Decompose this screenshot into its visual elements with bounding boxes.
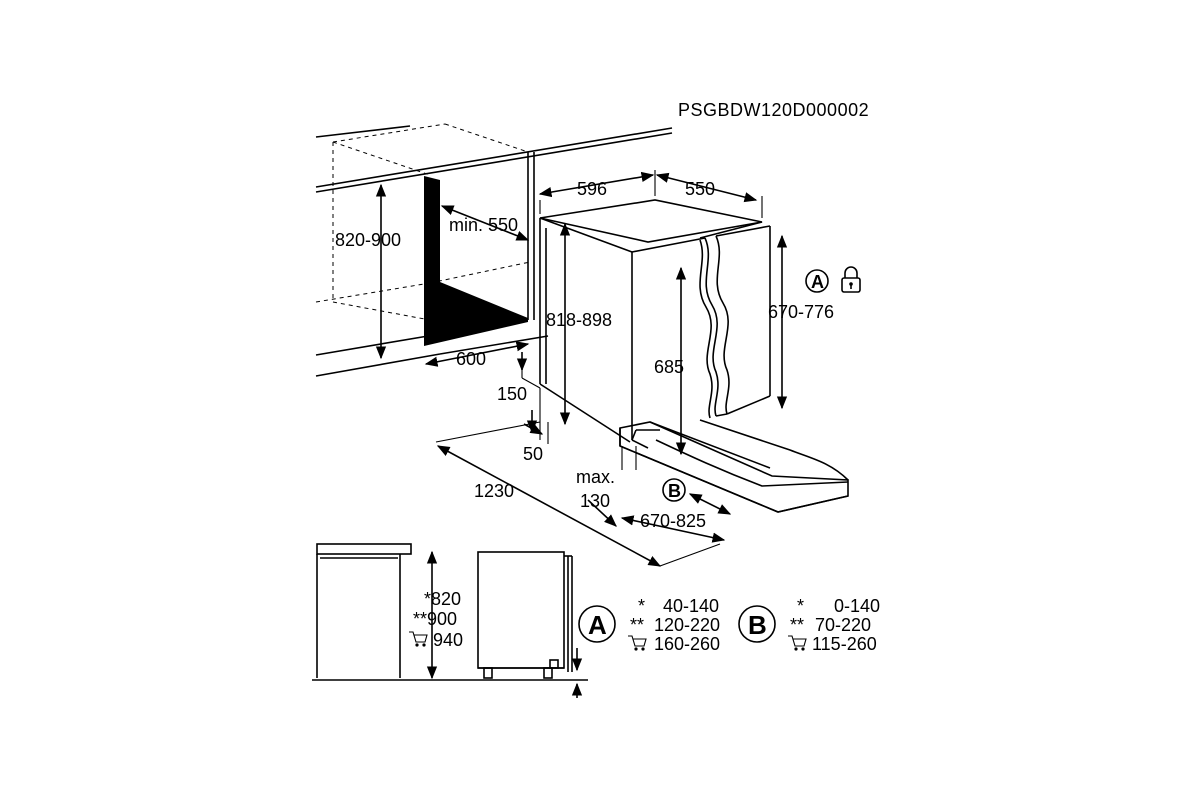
legend-a-value-3: 160-260 xyxy=(654,634,720,654)
dim-596: 596 xyxy=(577,179,607,199)
b-double-arrow xyxy=(688,493,732,515)
legend-b-value-1: 0-140 xyxy=(834,596,880,616)
marker-b-letter: B xyxy=(668,481,681,501)
cart-icon xyxy=(408,631,428,648)
legend-b-circle xyxy=(738,605,776,643)
legend-b-cart-icon xyxy=(787,635,807,652)
door-panel xyxy=(619,419,849,513)
legend-a-circle xyxy=(578,605,616,643)
dim-max-label: max. xyxy=(576,467,615,487)
lock-icon xyxy=(841,266,861,293)
legend-a-value-2: 120-220 xyxy=(654,615,720,635)
marker-a-circle xyxy=(805,269,829,293)
legend-b-mark-2: ** xyxy=(790,615,804,635)
legend-b-value-3: 115-260 xyxy=(812,634,877,654)
side-view-cabinet xyxy=(312,543,588,681)
legend-a-letter: A xyxy=(588,610,607,640)
dim-818-898: 818-898 xyxy=(546,310,612,330)
dim-min-550: min. 550 xyxy=(449,215,518,235)
niche-outline xyxy=(315,123,531,321)
side-cart-940: 940 xyxy=(433,630,463,650)
legend-b-letter: B xyxy=(748,610,767,640)
legend-a-value-1: 40-140 xyxy=(663,596,719,616)
side-view-dishwasher xyxy=(477,551,573,679)
dishwasher-body xyxy=(539,199,771,443)
side-star-900: **900 xyxy=(413,609,457,629)
document-code: PSGBDW120D000002 xyxy=(678,100,869,120)
legend-a-mark-1: * xyxy=(638,596,645,616)
dim-600: 600 xyxy=(456,349,486,369)
dim-130: 130 xyxy=(580,491,610,511)
countertop xyxy=(315,125,673,377)
niche-shadow xyxy=(424,152,535,346)
marker-b-circle xyxy=(662,478,686,502)
marker-a-letter: A xyxy=(811,272,824,292)
dim-670-776: 670-776 xyxy=(768,302,834,322)
dim-670-825: 670-825 xyxy=(640,511,706,531)
legend-b-value-2: 70-220 xyxy=(815,615,871,635)
legend-a-mark-2: ** xyxy=(630,615,644,635)
dim-550: 550 xyxy=(685,179,715,199)
dim-50: 50 xyxy=(523,444,543,464)
legend-b-mark-1: * xyxy=(797,596,804,616)
dim-685: 685 xyxy=(654,357,684,377)
dim-820-900: 820-900 xyxy=(335,230,401,250)
legend-a-cart-icon xyxy=(627,635,647,652)
dim-1230: 1230 xyxy=(474,481,514,501)
dim-150: 150 xyxy=(497,384,527,404)
side-star-820: *820 xyxy=(424,589,461,609)
